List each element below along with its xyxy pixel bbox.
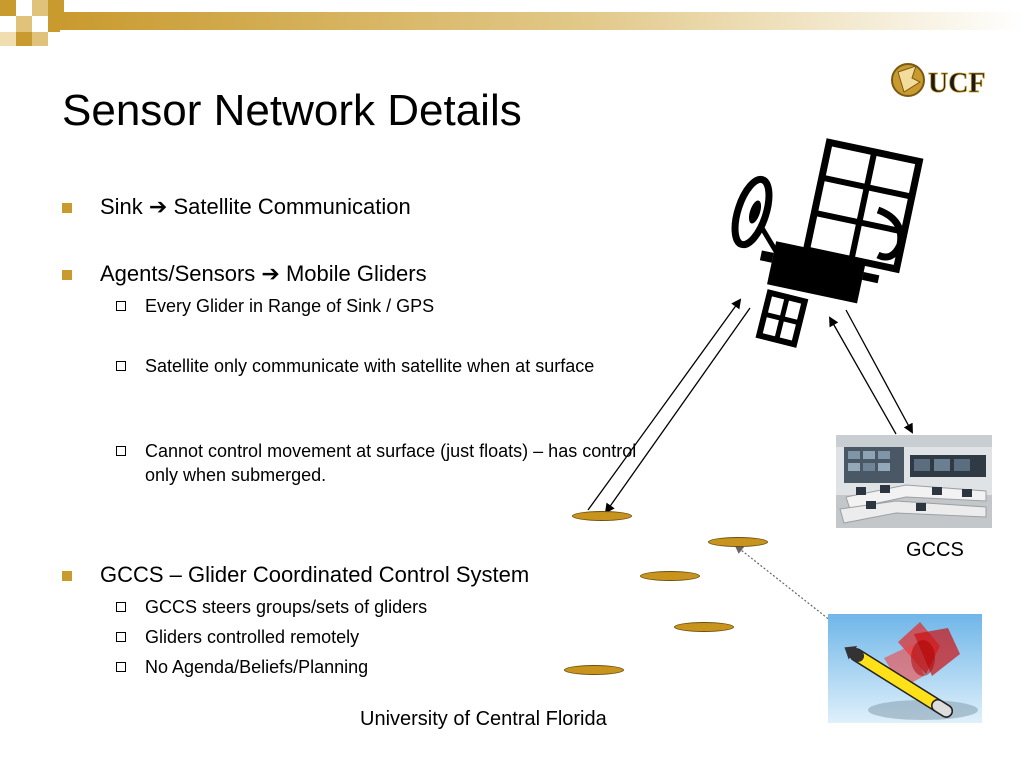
gccs-label: GCCS <box>906 539 964 561</box>
glider-disc <box>564 665 624 675</box>
gccs-uplink-arrow <box>829 316 897 435</box>
sub-bullet-marker <box>116 361 126 371</box>
bullet-2-text: Agents/Sensors ➔ Mobile Gliders <box>100 261 427 286</box>
bullet-marker <box>62 571 72 581</box>
sub-bullet-2-2-text: Satellite only communicate with satellit… <box>145 356 595 376</box>
control-room-photo <box>836 435 992 528</box>
glider-disc <box>572 511 632 521</box>
glider-disc <box>708 537 768 547</box>
sub-bullet-2-3-text: Cannot control movement at surface (just… <box>145 441 637 485</box>
sub-bullet-2-1-text: Every Glider in Range of Sink / GPS <box>145 296 435 316</box>
logo-text: UCF <box>928 68 986 99</box>
bullet-1-text: Sink ➔ Satellite Communication <box>100 194 411 219</box>
satellite-icon <box>731 138 924 348</box>
slide-footer: University of Central Florida <box>360 708 607 730</box>
sub-bullet-marker <box>116 301 126 311</box>
sub-bullet-3-3-text: No Agenda/Beliefs/Planning <box>145 657 369 677</box>
bullet-marker <box>62 203 72 213</box>
bullet-marker <box>62 270 72 280</box>
ucf-logo: UCF <box>886 56 998 106</box>
slide-title: Sensor Network Details <box>62 86 522 135</box>
downlink-arrow <box>604 307 751 514</box>
header-band <box>0 0 1024 46</box>
sub-bullet-marker <box>116 602 126 612</box>
uplink-arrow <box>587 298 742 511</box>
bullet-3-text: GCCS – Glider Coordinated Control System <box>100 562 530 587</box>
sub-bullet-marker <box>116 662 126 672</box>
sub-bullet-marker <box>116 446 126 456</box>
glider-sonar-image <box>828 614 982 723</box>
sub-bullet-3-2-text: Gliders controlled remotely <box>145 627 360 647</box>
gccs-downlink-arrow <box>845 309 913 434</box>
glider-disc <box>674 622 734 632</box>
sub-bullet-marker <box>116 632 126 642</box>
sub-bullet-3-1-text: GCCS steers groups/sets of gliders <box>145 597 428 617</box>
glider-disc <box>640 571 700 581</box>
